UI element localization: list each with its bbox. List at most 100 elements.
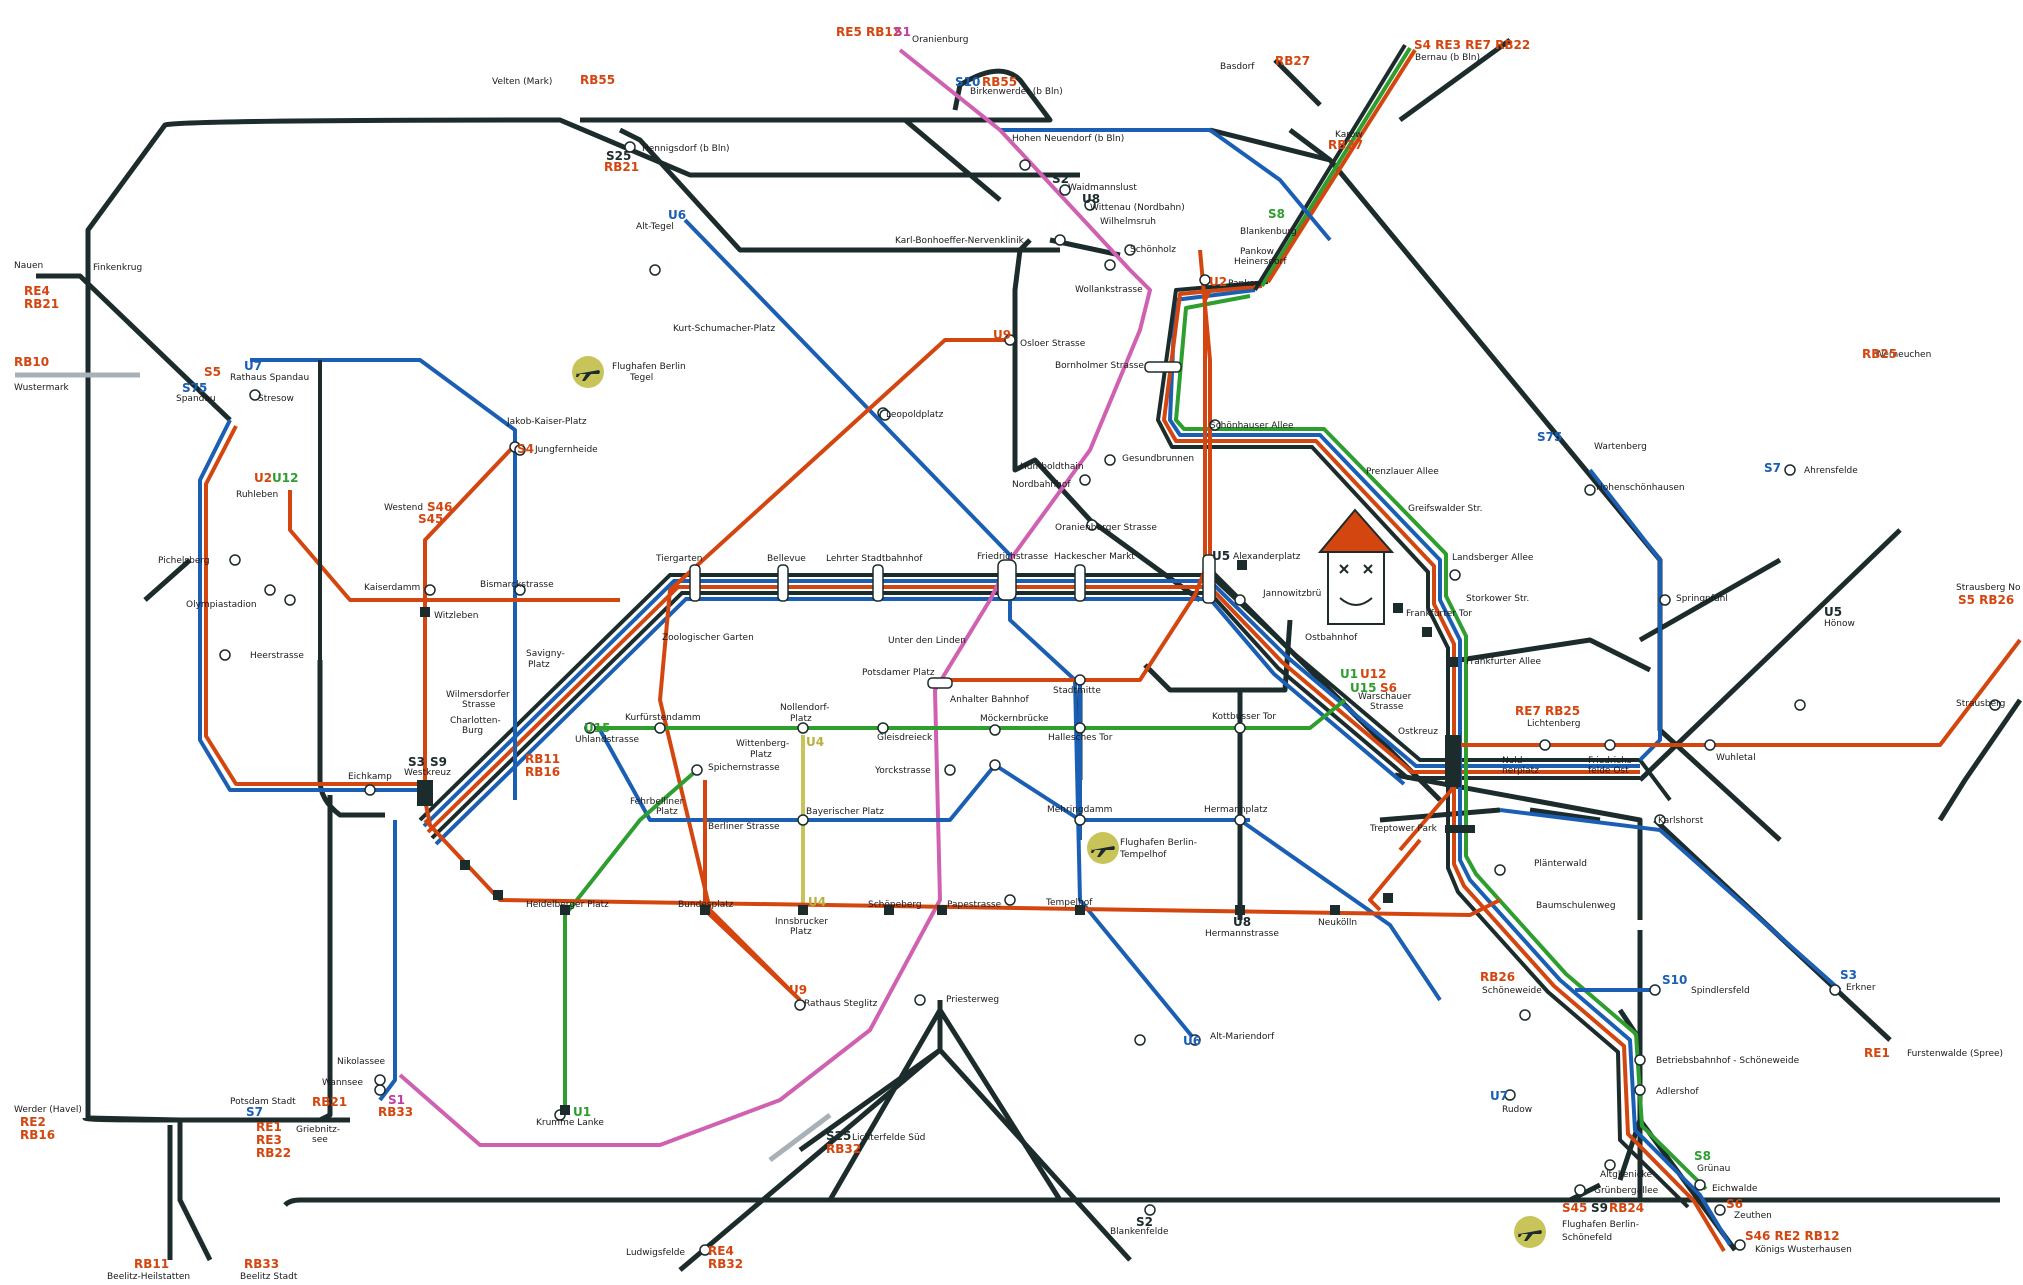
station-gleisdreieck: Gleisdreieck [877,733,933,743]
station-bernau: Bernau (b Bln) [1415,53,1480,63]
station-hoenow: Hönow [1824,619,1855,629]
line-label-u2-ruhleben: U2 [254,471,272,485]
station-wittenberg-1: Wittenberg- [736,739,789,749]
line-label-s5-strausberg: S5 RB26 [1958,593,2014,607]
line-label-s7: S7 [246,1105,263,1119]
line-label-s6-zeuthen: S6 [1726,1197,1743,1211]
line-label-rb11: RB11 [525,752,560,766]
station-zoo: Zoologischer Garten [662,633,754,643]
station-kurt-schumacher: Kurt-Schumacher-Platz [673,324,776,334]
line-label-s3: S3 [408,755,425,769]
station-karlshorst: Karlshorst [1658,816,1704,826]
station-stresow: Stresow [258,394,294,404]
station-blankenfelde: Blankenfelde [1110,1227,1169,1237]
station-leopoldplatz: Leopoldplatz [886,410,944,420]
station-wittenau: Wittenau (Nordbahn) [1090,203,1185,213]
line-label-u4-innsbrucker: U4 [808,895,826,909]
station-pankow: Pankow [1228,279,1262,289]
station-betriebsbahnhof: Betriebsbahnhof - Schöneweide [1656,1056,1800,1066]
line-label-s10-spindlersfeld: S10 [1662,973,1687,987]
station-lichtenberg: Lichtenberg [1527,719,1580,729]
station-pichelsberg: Pichelsberg [158,556,210,566]
station-springpfuhl: Springpfuhl [1676,594,1728,604]
line-label-u6-mariendorf: U6 [1183,1034,1201,1048]
station-velten: Velten (Mark) [492,77,552,87]
station-humboldthain: Humboldthain [1020,462,1084,472]
station-markers [219,141,2001,1256]
station-innsbrucker-1: Innsbrucker [775,917,828,927]
station-hermannplatz: Hermannplatz [1204,805,1268,815]
line-label-s8-gruenau: S8 [1694,1149,1711,1163]
station-wittenberg-2: Platz [750,750,772,760]
station-wartenberg: Wartenberg [1594,442,1647,452]
line-label-s6-warschauer: S6 [1380,681,1397,695]
station-potsdamer-platz: Potsdamer Platz [862,668,935,678]
station-gruenbergallee: Grünbergallee [1594,1186,1659,1196]
station-nollendorf-1: Nollendorf- [780,703,829,713]
station-bornholmer: Bornholmer Strasse [1055,361,1144,371]
station-uhlandstrasse: Uhlandstrasse [575,735,640,745]
station-bayerischer: Bayerischer Platz [806,807,884,817]
line-label-s8-blankenburg: S8 [1268,207,1285,221]
station-priesterweg: Priesterweg [946,995,999,1005]
line-label-rb22: RB22 [256,1146,291,1160]
station-savigny-2: Platz [528,660,550,670]
station-karl-bonhoeffer: Karl-Bonhoeffer-Nervenklinik [895,236,1025,246]
station-karow: Karow [1335,130,1363,140]
station-westkreuz: Westkreuz [404,768,451,778]
line-label-u9-north: U9 [993,328,1011,342]
line-label-s75-spandau: S75 [182,381,207,395]
airplane-icon [1514,1216,1546,1248]
station-fuerstenwalde: Furstenwalde (Spree) [1907,1049,2003,1059]
line-label-re7-rb25: RE7 RB25 [1515,704,1580,718]
line-label-rb24: RB24 [1609,1201,1644,1215]
line-label-bernau-lines: S4 RE3 RE7 RB22 [1414,38,1530,52]
station-kaiserdamm: Kaiserdamm [364,583,420,593]
station-koenigs-wusterhausen: Königs Wusterhausen [1755,1245,1852,1255]
line-label-re3: RE3 [256,1133,282,1147]
line-label-re2-werder: RE2 [20,1115,46,1129]
smiling-house-doodle-icon [1317,508,1395,625]
station-westend: Westend [384,503,423,513]
line-label-u12-warschauer: U12 [1360,667,1386,681]
line-label-u7-spandau: U7 [244,359,262,373]
station-hennigsdorf: Hennigsdorf (b Bln) [642,144,730,154]
station-kurfuerstendamm: Kurfürstendamm [625,713,701,723]
station-schoeneberg: Schöneberg [868,900,922,910]
station-innsbrucker-2: Platz [790,927,812,937]
station-finkenkrug: Finkenkrug [93,263,142,273]
line-label-s7-ahrensfelde: S7 [1764,461,1781,475]
line-label-u2-pankow: U2 [1209,275,1227,289]
station-schoenholz: Schönholz [1130,245,1176,255]
line-label-re4-ludwigsfelde: RE4 [708,1244,734,1258]
station-pankow-heinersdorf-1: Pankow [1240,247,1274,257]
line-label-rb55: RB55 [982,75,1017,89]
station-ludwigsfelde: Ludwigsfelde [626,1248,685,1258]
station-beelitz-heilstaetten: Beelitz-Heilstatten [107,1272,190,1282]
station-gesundbrunnen: Gesundbrunnen [1122,454,1194,464]
line-label-re1: RE1 [256,1120,282,1134]
station-unter-den-linden: Unter den Linden [888,636,966,646]
station-eichkamp: Eichkamp [348,772,392,782]
line-label-re1-fuerstenwalde: RE1 [1864,1046,1890,1060]
label-airport-tegel-1: Flughafen Berlin [612,362,686,372]
label-airport-tempelhof-2: Tempelhof [1119,850,1167,860]
line-label-rb55-velten: RB55 [580,73,615,87]
station-fehrbelliner-1: Fehrbelliner [630,797,684,807]
ring-line [82,68,2000,1262]
label-airport-tempelhof-1: Flughafen Berlin- [1120,838,1197,848]
line-label-rb10: RB10 [14,355,49,369]
line-label-u9-steglitz: U9 [789,983,807,997]
line-label-u5-alex: U5 [1212,549,1230,563]
station-fehrbelliner-2: Platz [656,807,678,817]
airplane-icon [572,356,604,388]
station-bismarckstrasse: Bismarckstrasse [480,580,554,590]
station-wannsee: Wannsee [322,1078,363,1088]
station-griebnitzsee-1: Griebnitz- [296,1125,340,1135]
station-tiergarten: Tiergarten [655,554,703,564]
east-ring-bundle [1156,280,1732,1253]
station-alt-tegel: Alt-Tegel [636,222,674,232]
station-yorckstrasse: Yorckstrasse [874,766,931,776]
line-label-s3-erkner: S3 [1840,968,1857,982]
station-nordbahnhof: Nordbahnhof [1012,480,1071,490]
